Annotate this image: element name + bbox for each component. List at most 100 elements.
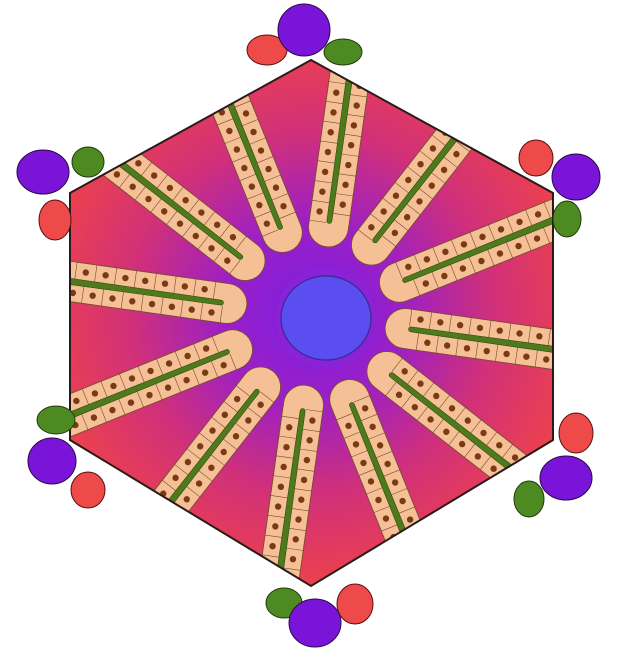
hepatocyte-nucleus xyxy=(170,511,179,520)
hepatocyte-nucleus xyxy=(87,122,96,131)
cell-wall xyxy=(78,113,88,126)
cell-wall xyxy=(210,100,226,106)
hepatocyte-nucleus xyxy=(526,465,535,474)
portal-triad-bottom xyxy=(266,584,373,647)
hepatocyte-nucleus xyxy=(62,266,69,273)
hepatocyte-nucleus xyxy=(607,204,615,212)
hepatocyte-nucleus xyxy=(505,477,514,486)
cell-wall xyxy=(555,353,557,370)
hepatocyte-nucleus xyxy=(344,10,351,17)
hepatocyte-nucleus xyxy=(359,62,366,69)
bile-duct-branch xyxy=(324,39,362,65)
portal-vein-branch xyxy=(289,599,341,647)
cell-wall xyxy=(457,104,470,114)
hepatocyte-nucleus xyxy=(562,359,569,366)
hepatocyte-nucleus xyxy=(602,364,609,371)
cell-wall xyxy=(481,110,494,120)
hepatocyte-nucleus xyxy=(427,626,435,634)
cell-wall xyxy=(429,581,445,587)
cell-wall xyxy=(494,56,507,66)
cell-wall xyxy=(575,356,577,373)
hepatic-artery-branch xyxy=(71,472,105,508)
hepatocyte-nucleus xyxy=(118,146,127,155)
cell-wall xyxy=(481,72,494,82)
cell-wall xyxy=(35,257,37,274)
hepatocyte-nucleus xyxy=(465,97,474,106)
cell-wall xyxy=(518,63,531,73)
hepatocyte-nucleus xyxy=(49,121,58,130)
hepatocyte-nucleus xyxy=(361,43,368,50)
hepatocyte-nucleus xyxy=(158,526,167,535)
hepatocyte-nucleus xyxy=(145,542,154,551)
cell-wall xyxy=(63,101,73,114)
cell-wall xyxy=(162,518,175,528)
hepatocyte-nucleus xyxy=(502,49,511,58)
hepatocyte-nucleus xyxy=(3,258,10,265)
hepatocyte-nucleus xyxy=(121,574,130,583)
hepatocyte-nucleus xyxy=(278,635,285,642)
cell-wall xyxy=(599,205,605,221)
hepatocyte-nucleus xyxy=(210,90,218,98)
cell-wall xyxy=(180,26,196,32)
hepatocyte-nucleus xyxy=(110,552,119,561)
cell-wall xyxy=(212,45,228,51)
cell-wall xyxy=(62,284,64,301)
hepatocyte-nucleus xyxy=(341,30,348,37)
cell-wall xyxy=(411,599,427,605)
cell-wall xyxy=(227,82,243,88)
hepatocyte-nucleus xyxy=(43,263,50,270)
bile-duct-branch xyxy=(72,147,104,177)
cell-wall xyxy=(42,281,44,298)
hepatocyte-nucleus xyxy=(0,427,6,435)
portal-vein-branch xyxy=(552,154,600,200)
hepatocyte-nucleus xyxy=(589,212,597,220)
hepatocyte-nucleus xyxy=(412,589,420,597)
hepatocyte-nucleus xyxy=(203,71,211,79)
hepatocyte-nucleus xyxy=(477,118,486,127)
cell-wall xyxy=(469,126,482,136)
cell-wall xyxy=(568,332,570,349)
cell-wall xyxy=(543,506,553,519)
cell-wall xyxy=(444,119,457,129)
hepatocyte-nucleus xyxy=(526,55,535,64)
bile-duct-branch xyxy=(553,201,581,237)
hepatocyte-nucleus xyxy=(23,261,30,268)
cell-wall xyxy=(125,527,138,537)
cell-wall xyxy=(150,534,163,544)
cell-wall xyxy=(8,419,14,435)
hepatocyte-nucleus xyxy=(10,281,17,288)
portal-vein-branch xyxy=(278,4,330,56)
cell-wall xyxy=(94,125,104,138)
hepatic-artery-branch xyxy=(559,413,593,453)
bile-duct-branch xyxy=(37,406,75,434)
hepatocyte-nucleus xyxy=(436,590,444,598)
hepatocyte-nucleus xyxy=(478,81,487,90)
hepatocyte-nucleus xyxy=(453,112,462,121)
hepatic-artery-branch xyxy=(337,584,373,624)
portal-vein-branch xyxy=(540,456,592,500)
hepatocyte-nucleus xyxy=(404,570,412,578)
cell-wall xyxy=(259,575,276,577)
cell-wall xyxy=(404,580,420,586)
cell-wall xyxy=(493,94,506,104)
hepatocyte-nucleus xyxy=(421,552,429,560)
cell-wall xyxy=(340,2,357,4)
hepatocyte-nucleus xyxy=(134,521,143,530)
cell-wall xyxy=(396,562,412,568)
cell-wall xyxy=(353,75,370,77)
cell-wall xyxy=(101,559,114,569)
hepatocyte-nucleus xyxy=(595,341,602,348)
cell-wall xyxy=(55,259,57,276)
cell-wall xyxy=(414,544,430,550)
hepatocyte-nucleus xyxy=(367,3,374,10)
cell-wall xyxy=(197,8,213,14)
hepatocyte-nucleus xyxy=(49,287,56,294)
cell-wall xyxy=(600,180,606,196)
hepatocyte-nucleus xyxy=(212,35,220,43)
hepatocyte-nucleus xyxy=(552,513,561,522)
hepatocyte-nucleus xyxy=(443,608,451,616)
cell-wall xyxy=(125,565,138,575)
cell-wall xyxy=(220,64,236,70)
